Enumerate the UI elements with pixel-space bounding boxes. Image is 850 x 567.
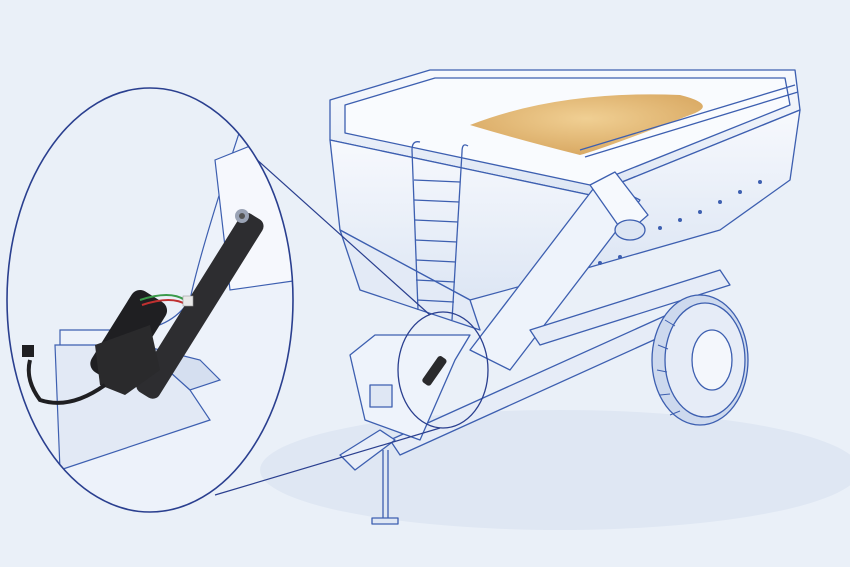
tire — [651, 294, 749, 426]
auger — [469, 171, 649, 371]
magnifier-connector-lines — [214, 139, 441, 496]
grain-cart — [329, 69, 801, 525]
grain-load — [470, 94, 703, 155]
magnifier-ring — [6, 87, 294, 513]
magnified-inset — [6, 87, 294, 513]
detail-highlight-circle — [397, 311, 489, 429]
ladder — [411, 141, 469, 321]
linear-actuator — [22, 209, 264, 405]
